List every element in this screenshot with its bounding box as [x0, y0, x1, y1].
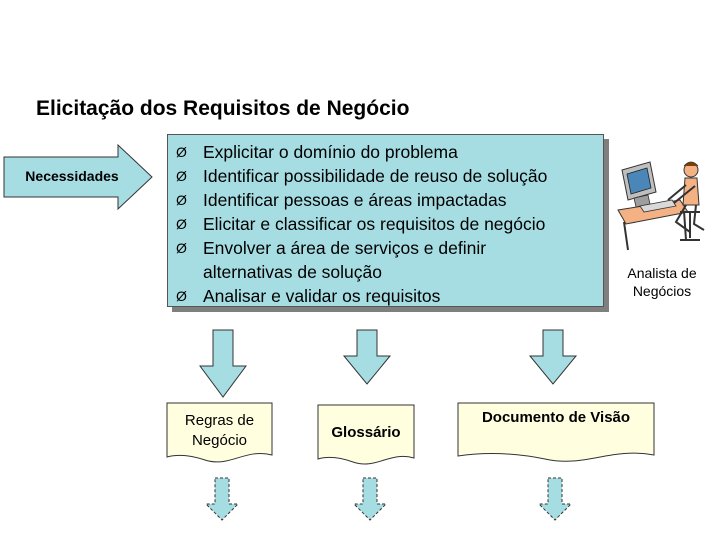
document-shape-regras	[166, 402, 273, 463]
activities-list: Ø Explicitar o domínio do problema Ø Ide…	[168, 135, 603, 308]
activity-item-continuation: alternativas de solução	[168, 260, 603, 284]
document-shape-visao	[457, 402, 655, 462]
down-arrow-1	[199, 329, 247, 398]
activity-item: Ø Envolver a área de serviços e definir	[168, 236, 603, 260]
role-label: Analista de Negócios	[612, 264, 712, 300]
document-visao-label: Documento de Visão	[481, 409, 631, 426]
activity-item: Ø Explicitar o domínio do problema	[168, 140, 603, 164]
activity-item: Ø Analisar e validar os requisitos	[168, 284, 603, 308]
document-shape-glossario	[317, 404, 415, 465]
activity-text: Explicitar o domínio do problema	[203, 142, 458, 162]
document-glossario-label: Glossário	[331, 424, 401, 441]
activity-text: Identificar possibilidade de reuso de so…	[203, 166, 548, 186]
activity-text: alternativas de solução	[203, 262, 382, 282]
input-arrow	[3, 143, 153, 211]
diagram-title: Elicitação dos Requisitos de Negócio	[36, 97, 410, 120]
arrow-bullet-icon: Ø	[176, 288, 187, 304]
input-arrow-label: Necessidades	[25, 168, 119, 184]
down-arrow-2	[342, 329, 392, 385]
activity-text: Analisar e validar os requisitos	[203, 286, 441, 306]
dashed-arrow-2	[352, 477, 388, 521]
activity-text: Identificar pessoas e áreas impactadas	[203, 190, 507, 210]
document-regras-label: Regras de Negócio	[167, 411, 272, 451]
arrow-bullet-icon: Ø	[176, 240, 187, 256]
activity-item: Ø Identificar possibilidade de reuso de …	[168, 164, 603, 188]
document-regras-line1: Regras de	[184, 412, 255, 429]
dashed-arrow-1	[204, 477, 240, 521]
arrow-bullet-icon: Ø	[176, 216, 187, 232]
role-label-line1: Analista de	[627, 265, 697, 281]
activities-box: Ø Explicitar o domínio do problema Ø Ide…	[167, 134, 604, 307]
document-regras-line2: Negócio	[191, 432, 248, 449]
role-label-line2: Negócios	[632, 283, 692, 299]
activity-text: Envolver a área de serviços e definir	[203, 238, 487, 258]
activity-item: Ø Identificar pessoas e áreas impactadas	[168, 188, 603, 212]
activity-text: Elicitar e classificar os requisitos de …	[203, 214, 546, 234]
dashed-arrow-3	[537, 477, 573, 521]
analyst-at-computer-icon	[617, 161, 705, 251]
arrow-bullet-icon: Ø	[176, 192, 187, 208]
activity-item: Ø Elicitar e classificar os requisitos d…	[168, 212, 603, 236]
arrow-bullet-icon: Ø	[176, 168, 187, 184]
down-arrow-3	[528, 329, 578, 385]
arrow-bullet-icon: Ø	[176, 144, 187, 160]
